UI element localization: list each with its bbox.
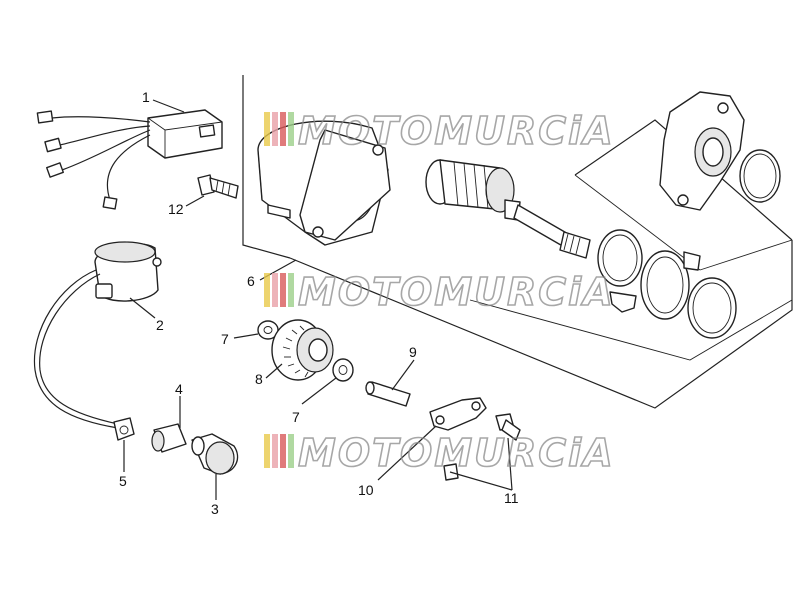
starter-pinion-gear: [271, 319, 334, 381]
callout-3: 3: [211, 501, 219, 517]
watermark-middle: MOTOMURCiA: [264, 269, 615, 315]
spark-plug-cap: [151, 423, 187, 453]
watermark-text: MOTOMURCiA: [298, 431, 615, 475]
watermark-stripe: [288, 112, 294, 146]
brush-holder-plate: [609, 250, 701, 320]
screw-upper: [495, 413, 521, 441]
suppressor-cap: [191, 433, 239, 475]
armature-rotor: [425, 159, 591, 259]
starter-end-cover: [659, 91, 745, 211]
starter-motor-housing: [257, 120, 391, 246]
watermark-stripe: [272, 273, 278, 307]
watermark-top: MOTOMURCiA: [264, 108, 615, 154]
starter-bolt: [197, 174, 239, 199]
o-ring-upper: [739, 149, 781, 203]
watermark-stripe: [272, 112, 278, 146]
o-ring-middle: [597, 229, 643, 287]
callout-9: 9: [409, 344, 417, 360]
watermark-stripe: [288, 434, 294, 468]
washer-lower: [332, 358, 354, 382]
o-ring-lower: [687, 277, 737, 339]
callout-2: 2: [156, 317, 164, 333]
watermark-stripe: [272, 434, 278, 468]
callout-11: 11: [504, 490, 519, 506]
watermark-stripe: [264, 112, 270, 146]
callout-labels: 1 2 3 4 5 6 7 7 8 9 10 11 12: [119, 89, 519, 517]
callout-6: 6: [247, 273, 255, 289]
callout-12: 12: [168, 201, 184, 217]
callout-4: 4: [175, 381, 183, 397]
lever-bracket: [429, 397, 487, 431]
watermark-text: MOTOMURCiA: [298, 109, 615, 153]
watermark-text: MOTOMURCiA: [298, 270, 615, 314]
shaft-pin: [365, 381, 411, 407]
watermark-bottom: MOTOMURCiA: [264, 430, 615, 476]
watermark-stripe: [280, 273, 286, 307]
callout-10: 10: [358, 482, 374, 498]
callout-7-lower: 7: [292, 409, 300, 425]
watermark-stripe: [280, 112, 286, 146]
callout-5: 5: [119, 473, 127, 489]
watermark-stripe: [280, 434, 286, 468]
cdi-unit: [36, 109, 223, 210]
watermark-stripe: [264, 273, 270, 307]
callout-1: 1: [142, 89, 150, 105]
washer-upper: [257, 320, 279, 340]
starter-motor-frame: [242, 75, 793, 409]
callout-8: 8: [255, 371, 263, 387]
watermark-stripe: [264, 434, 270, 468]
callout-7-upper: 7: [221, 331, 229, 347]
coil-lead-connector: [113, 417, 135, 441]
watermark-stripe: [288, 273, 294, 307]
ignition-coil: [33, 241, 162, 429]
